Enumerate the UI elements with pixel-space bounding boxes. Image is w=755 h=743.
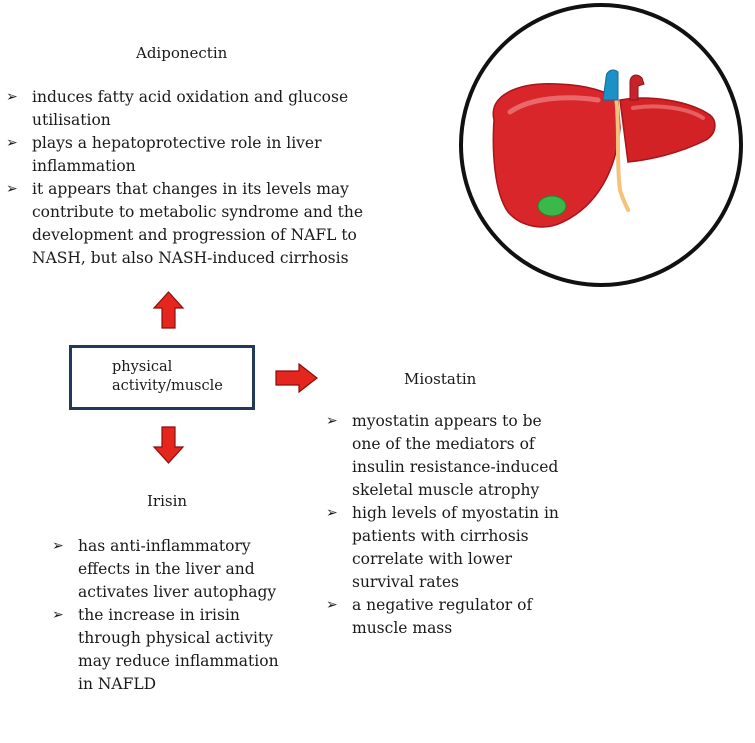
arrowhead-bullet-icon: ➢ [326, 413, 338, 429]
center-label-line2: activity/muscle [112, 378, 223, 394]
center-label-line1: physical [112, 359, 173, 375]
list-item: ➢ a negative regulator of muscle mass [326, 594, 567, 640]
list-item-text: induces fatty acid oxidation and glucose… [32, 88, 349, 129]
liver-icon [492, 69, 716, 228]
arrowhead-bullet-icon: ➢ [326, 597, 338, 613]
list-item: ➢ it appears that changes in its levels m… [6, 178, 367, 270]
list-item-text: high levels of myostatin in patients wit… [352, 504, 559, 591]
list-item-text: the increase in irisin through physical … [78, 606, 279, 693]
arrow-up-icon [152, 291, 185, 329]
list-item-text: it appears that changes in its levels ma… [32, 180, 364, 267]
miostatin-list: ➢ myostatin appears to be one of the medi… [326, 410, 567, 640]
adiponectin-list: ➢ induces fatty acid oxidation and gluco… [6, 86, 367, 270]
physical-activity-box: physical activity/muscle [69, 345, 255, 410]
arrow-right-icon [275, 362, 318, 394]
list-item-text: plays a hepatoprotective role in liver i… [32, 134, 322, 175]
list-item-text: has anti-inflammatory effects in the liv… [78, 537, 277, 601]
miostatin-title: Miostatin [404, 370, 477, 388]
list-item: ➢ myostatin appears to be one of the medi… [326, 410, 567, 502]
list-item: ➢ induces fatty acid oxidation and gluco… [6, 86, 367, 132]
list-item-text: myostatin appears to be one of the media… [352, 412, 559, 499]
arrowhead-bullet-icon: ➢ [6, 135, 18, 151]
arrowhead-bullet-icon: ➢ [6, 89, 18, 105]
arrowhead-bullet-icon: ➢ [52, 607, 64, 623]
arrowhead-bullet-icon: ➢ [52, 538, 64, 554]
arrowhead-bullet-icon: ➢ [6, 181, 18, 197]
list-item: ➢ plays a hepatoprotective role in liver … [6, 132, 367, 178]
irisin-title: Irisin [147, 492, 188, 510]
list-item: ➢ high levels of myostatin in patients wi… [326, 502, 567, 594]
physical-activity-label: physical activity/muscle [112, 358, 223, 396]
irisin-list: ➢ has anti-inflammatory effects in the li… [52, 535, 283, 696]
arrowhead-bullet-icon: ➢ [326, 505, 338, 521]
list-item: ➢ has anti-inflammatory effects in the li… [52, 535, 283, 604]
list-item-text: a negative regulator of muscle mass [352, 596, 533, 637]
arrow-down-icon [152, 426, 185, 464]
adiponectin-title: Adiponectin [136, 44, 228, 62]
list-item: ➢ the increase in irisin through physical… [52, 604, 283, 696]
liver-illustration [459, 3, 743, 287]
